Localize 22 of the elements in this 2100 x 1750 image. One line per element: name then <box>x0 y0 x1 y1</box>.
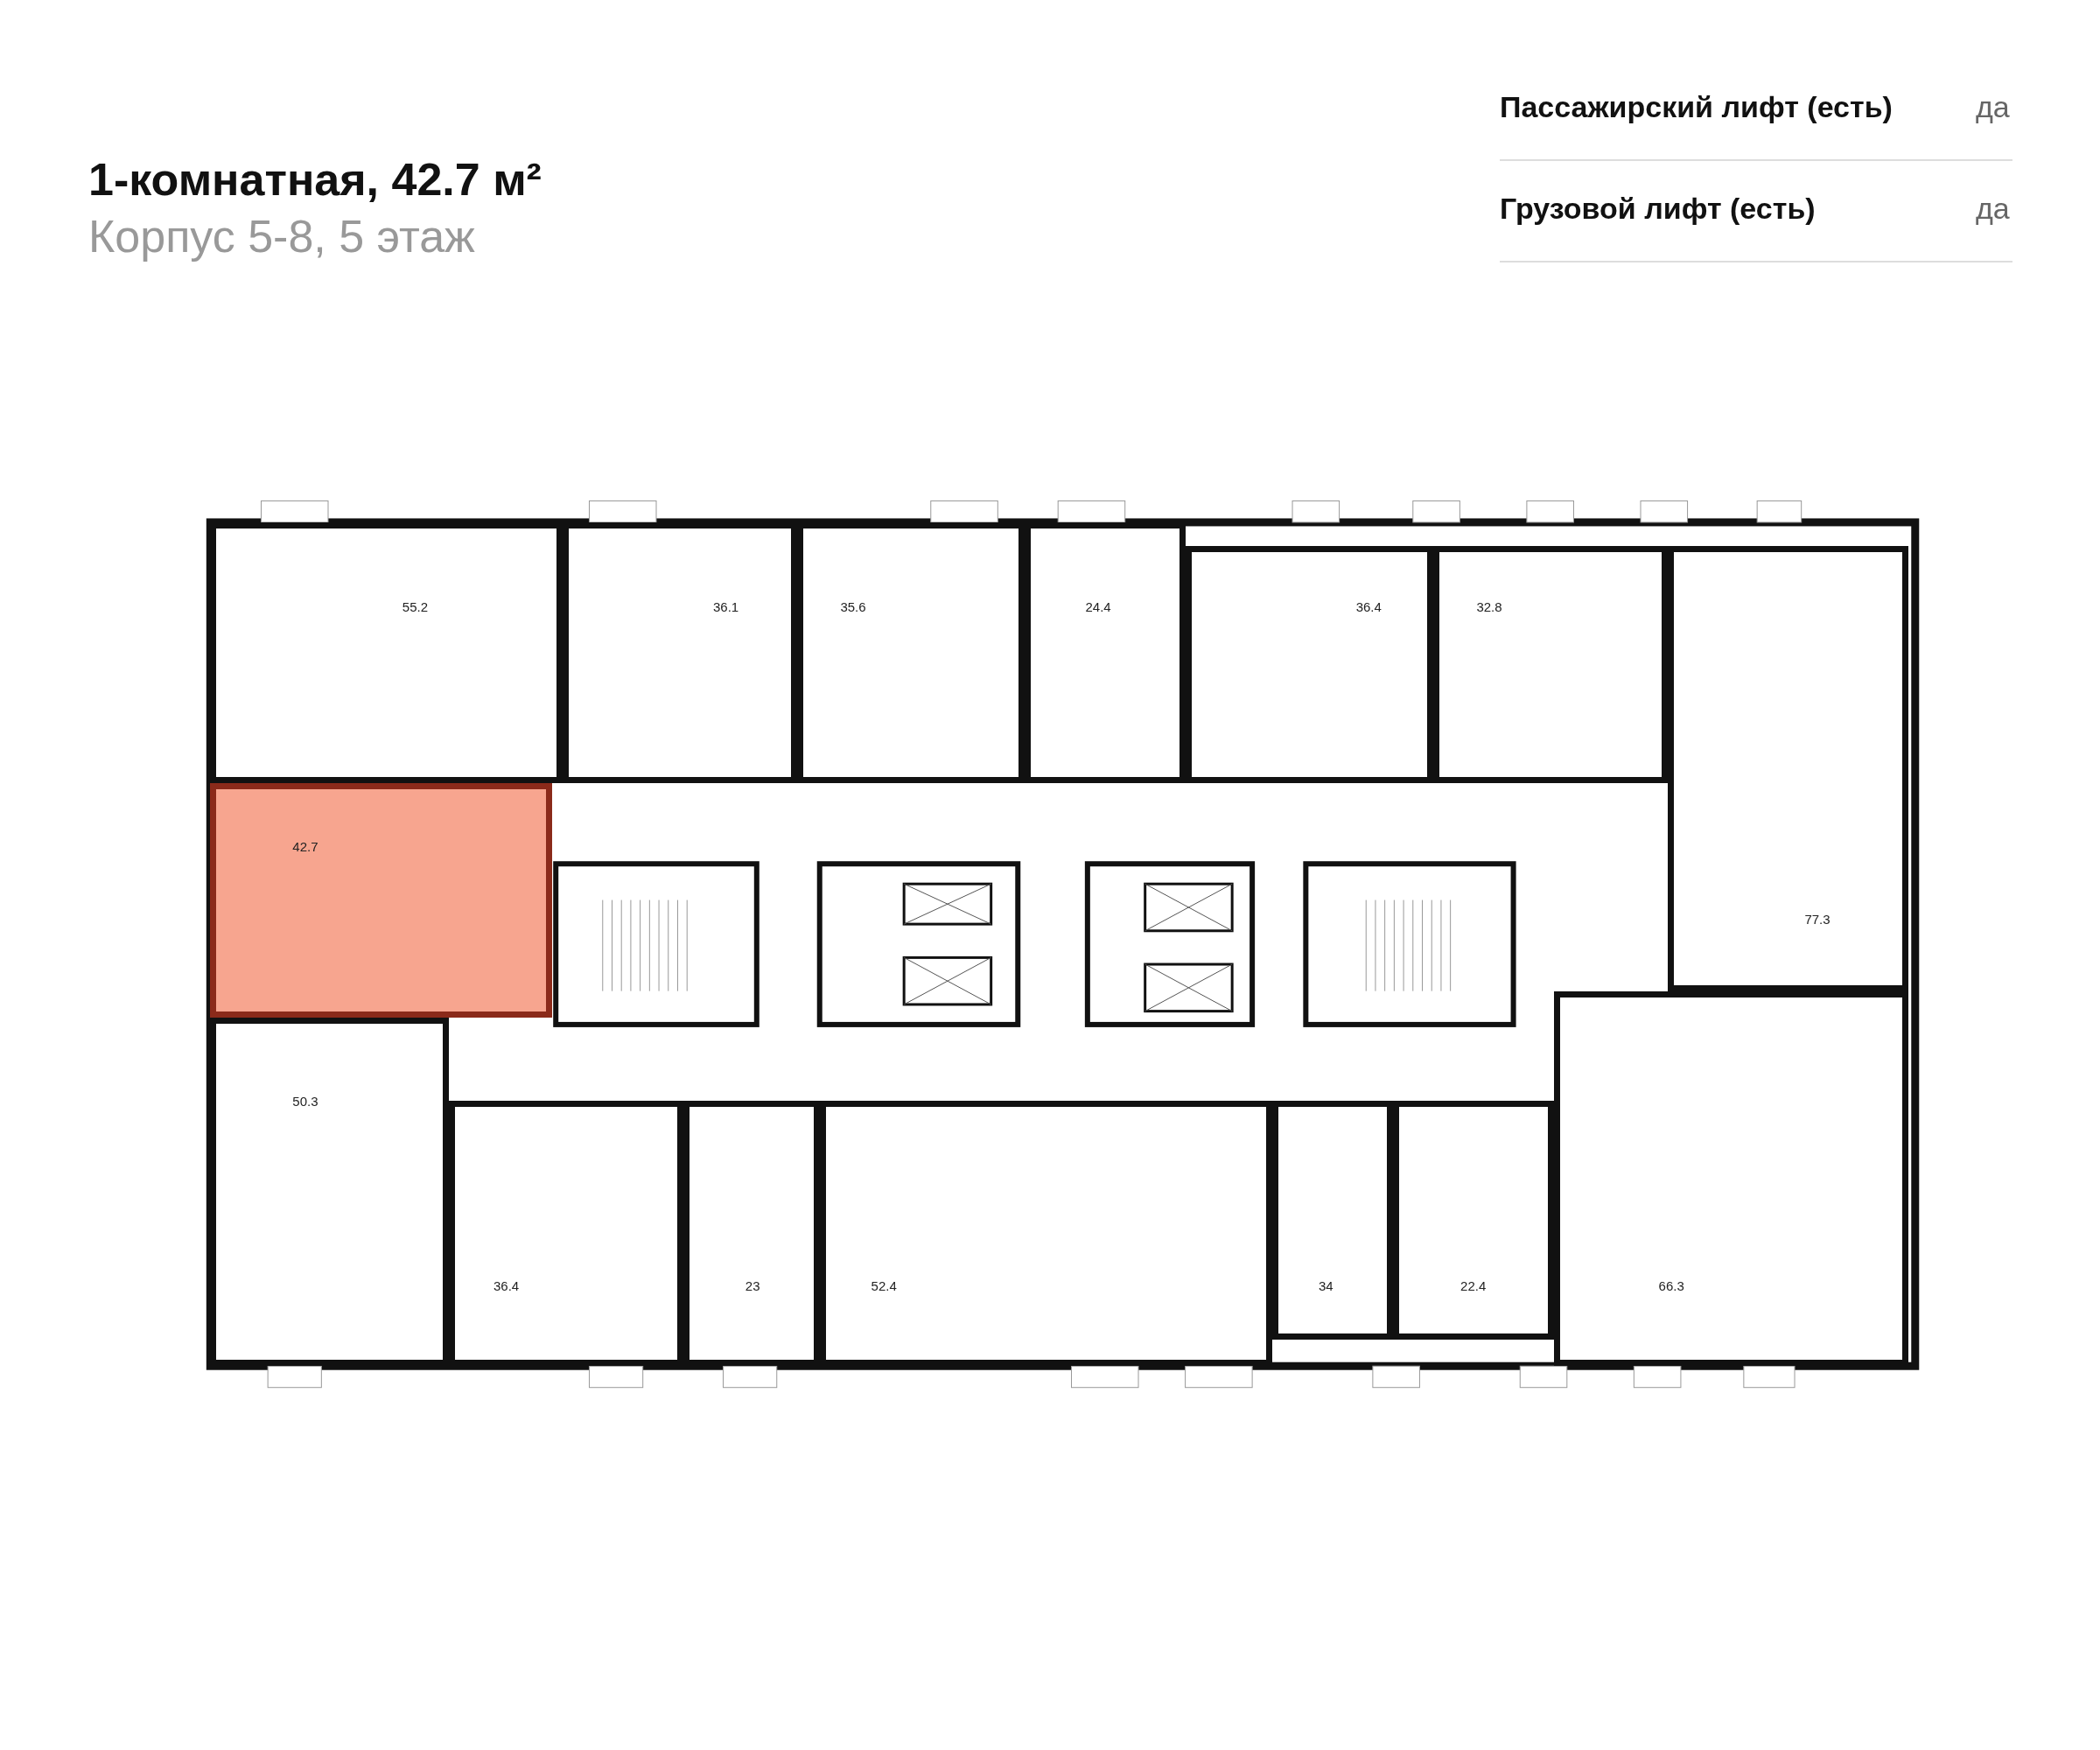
selected-apartment <box>210 783 552 1018</box>
area-value: 23 <box>745 1278 760 1293</box>
area-value: 22.4 <box>1460 1278 1487 1293</box>
area-value: 55.2 <box>402 598 429 614</box>
floor-subtitle: Корпус 5-8, 5 этаж <box>88 210 475 262</box>
area-value: 77.3 <box>1804 911 1830 927</box>
area-value: 52.4 <box>871 1278 897 1293</box>
lift-value: да <box>1976 90 2010 124</box>
area-value: 35.6 <box>840 598 866 614</box>
lift-value: да <box>1976 192 2010 226</box>
area-value: 36.4 <box>1355 598 1382 614</box>
lift-label: Пассажирский лифт (есть) <box>1500 90 1893 124</box>
apartment-title: 1-комнатная, 42.7 м² <box>88 153 542 206</box>
area-value: 66.3 <box>1658 1278 1684 1293</box>
area-value: 36.1 <box>713 598 739 614</box>
area-value: 50.3 <box>292 1093 318 1109</box>
lift-label: Грузовой лифт (есть) <box>1500 192 1816 226</box>
area-value: 24.4 <box>1085 598 1111 614</box>
area-value: 34 <box>1318 1278 1334 1293</box>
area-value: 42.7 <box>292 838 318 854</box>
area-value: 36.4 <box>493 1278 520 1293</box>
area-value: 32.8 <box>1476 598 1502 614</box>
